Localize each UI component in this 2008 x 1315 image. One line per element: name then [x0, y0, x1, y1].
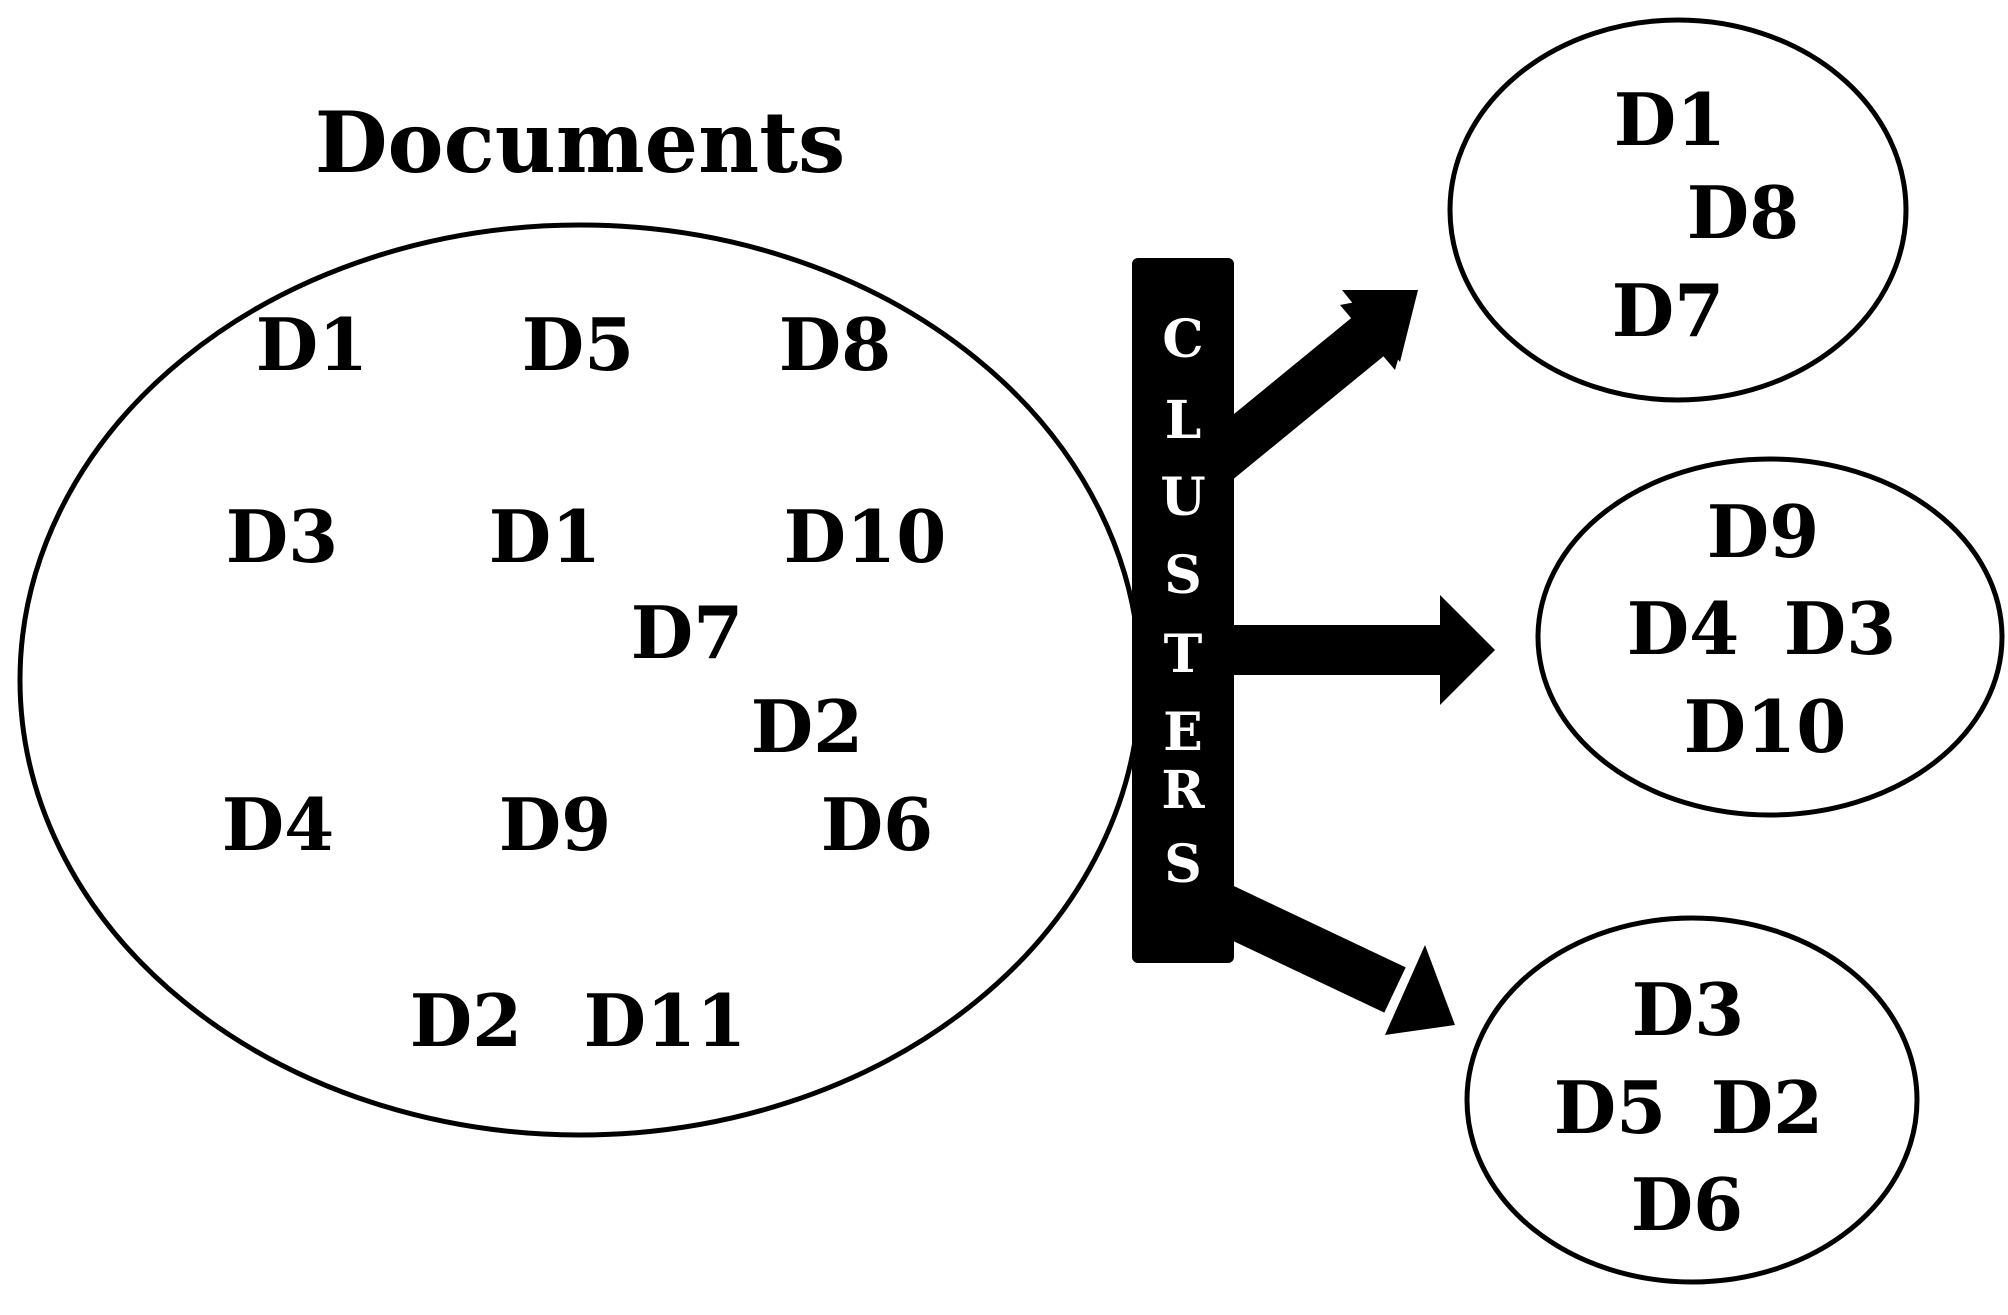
source-doc: D6: [821, 782, 934, 867]
source-doc: D3: [226, 494, 339, 579]
cluster-3-ellipse: [1464, 915, 1920, 1285]
documents-title: Documents: [315, 93, 846, 192]
source-doc: D4: [222, 782, 335, 867]
clusters-letter: R: [1161, 760, 1205, 821]
clusters-letter: L: [1165, 390, 1202, 451]
source-doc: D2: [410, 978, 523, 1063]
source-doc: D2: [751, 684, 864, 769]
cluster-3-doc: D3: [1632, 967, 1745, 1052]
clusters-letter: C: [1162, 309, 1203, 370]
arrow-to-cluster-2: [1205, 595, 1495, 705]
cluster-2-ellipse: [1535, 456, 2005, 818]
arrow-to-cluster-3: [1194, 877, 1455, 1035]
source-doc: D7: [631, 590, 744, 675]
clusters-bar: [1132, 258, 1234, 963]
cluster-2-doc: D4: [1627, 586, 1740, 671]
cluster-1-doc: D7: [1612, 268, 1725, 353]
cluster-2-doc: D10: [1684, 684, 1847, 769]
clusters-letter: E: [1163, 702, 1203, 763]
cluster-1-doc: D1: [1614, 77, 1727, 162]
cluster-3-doc: D6: [1631, 1162, 1744, 1247]
source-doc: D10: [784, 494, 947, 579]
source-doc: D11: [584, 978, 747, 1063]
cluster-3-doc: D5: [1554, 1065, 1667, 1150]
source-doc: D5: [522, 302, 635, 387]
arrow-to-cluster-1: [1189, 290, 1418, 490]
source-doc: D8: [779, 302, 892, 387]
clusters-letter: U: [1160, 467, 1205, 528]
clusters-letter: S: [1164, 545, 1202, 606]
clusters-letter: S: [1164, 834, 1202, 895]
cluster-2-doc: D3: [1784, 586, 1897, 671]
source-doc: D9: [499, 782, 612, 867]
clusters-letter: T: [1164, 624, 1203, 685]
cluster-1-ellipse: [1447, 17, 1909, 403]
cluster-2-doc: D9: [1707, 489, 1820, 574]
source-doc: D1: [489, 494, 602, 579]
cluster-1-doc: D8: [1687, 170, 1800, 255]
cluster-3-doc: D2: [1711, 1065, 1824, 1150]
source-doc: D1: [256, 302, 369, 387]
